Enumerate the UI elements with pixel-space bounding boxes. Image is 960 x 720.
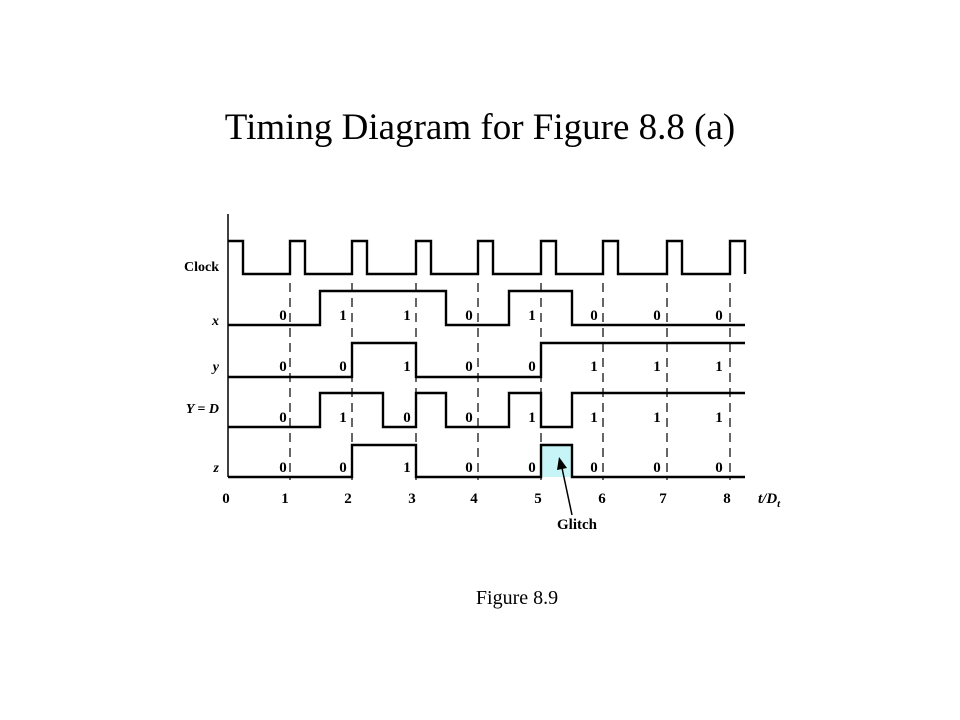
bit-x-2: 1 (403, 308, 411, 324)
bit-x-5: 0 (590, 308, 598, 324)
bit-yd-4: 1 (528, 410, 536, 426)
bit-z-2: 1 (403, 460, 411, 476)
time-tick-4: 4 (470, 491, 478, 507)
bit-x-4: 1 (528, 308, 536, 324)
bit-z-7: 0 (715, 460, 723, 476)
figure-caption: Figure 8.9 (475, 587, 559, 609)
time-axis-ticks: 0 1 2 3 4 5 6 7 8 (222, 491, 731, 507)
bit-y-0: 0 (279, 359, 287, 375)
bit-z-3: 0 (465, 460, 473, 476)
signal-label-yd: Y = D (186, 402, 219, 417)
bit-yd-3: 0 (465, 410, 473, 426)
clock-waveform (228, 239, 747, 276)
time-tick-3: 3 (408, 491, 416, 507)
bit-z-1: 0 (339, 460, 347, 476)
glitch-label: Glitch (557, 517, 598, 533)
bit-y-7: 1 (715, 359, 723, 375)
time-tick-7: 7 (659, 491, 667, 507)
bit-x-1: 1 (339, 308, 347, 324)
bit-z-0: 0 (279, 460, 287, 476)
time-tick-1: 1 (281, 491, 289, 507)
signal-label-z: z (213, 461, 220, 476)
bit-y-2: 1 (403, 359, 411, 375)
bit-yd-1: 1 (339, 410, 347, 426)
bit-x-0: 0 (279, 308, 287, 324)
bit-y-4: 0 (528, 359, 536, 375)
bit-y-5: 1 (590, 359, 598, 375)
bit-yd-0: 0 (279, 410, 287, 426)
time-tick-2: 2 (344, 491, 352, 507)
bit-z-6: 0 (653, 460, 661, 476)
time-tick-6: 6 (598, 491, 606, 507)
time-tick-8: 8 (723, 491, 731, 507)
bit-yd-7: 1 (715, 410, 723, 426)
signal-label-y: y (211, 360, 220, 375)
bit-z-5: 0 (590, 460, 598, 476)
slide-title: Timing Diagram for Figure 8.8 (a) (224, 107, 736, 148)
glitch-highlight (541, 445, 572, 477)
time-axis-label: t/Dt (758, 491, 781, 510)
bit-yd-6: 1 (653, 410, 661, 426)
signal-label-x: x (211, 314, 219, 329)
signal-label-clock: Clock (184, 260, 219, 275)
x-waveform (228, 289, 745, 327)
bit-x-7: 0 (715, 308, 723, 324)
time-tick-0: 0 (222, 491, 230, 507)
bit-z-4: 0 (528, 460, 536, 476)
bit-yd-5: 1 (590, 410, 598, 426)
bit-y-6: 1 (653, 359, 661, 375)
glitch-arrow (557, 457, 573, 516)
yd-waveform (228, 391, 745, 429)
bit-y-1: 0 (339, 359, 347, 375)
y-waveform (228, 341, 745, 379)
bit-yd-2: 0 (403, 410, 411, 426)
time-tick-5: 5 (534, 491, 542, 507)
bit-y-3: 0 (465, 359, 473, 375)
bit-x-6: 0 (653, 308, 661, 324)
bit-x-3: 0 (465, 308, 473, 324)
z-waveform (228, 443, 745, 479)
bit-values: 0 1 1 0 1 0 0 0 0 0 1 0 0 1 1 1 0 1 0 0 1 1 1 1 0 0 1 0 0 0 0 0 (279, 308, 723, 476)
